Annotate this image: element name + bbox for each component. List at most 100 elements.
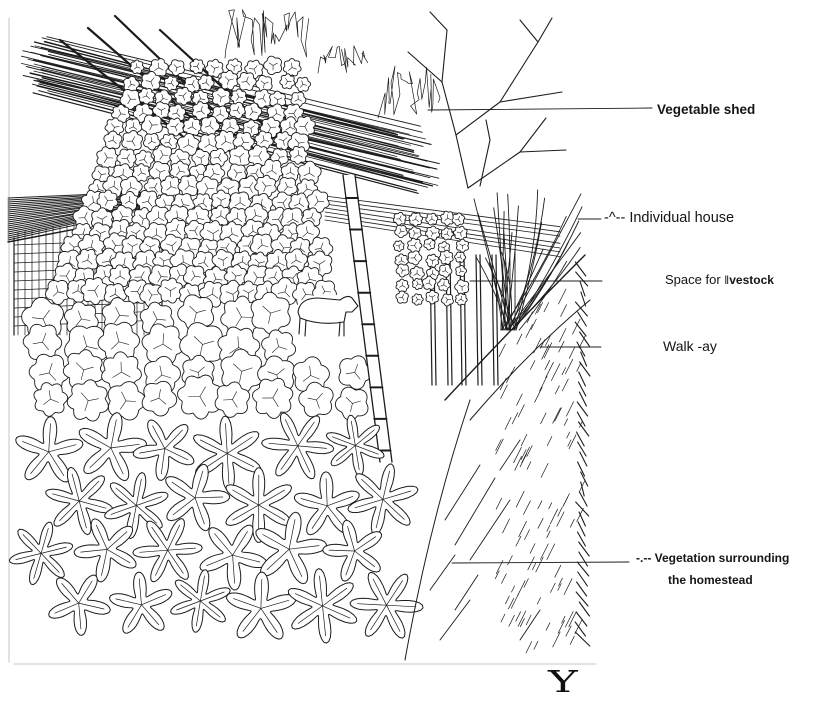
bank-hatch	[553, 408, 561, 423]
trellis-post	[496, 255, 498, 385]
walkway-stroke	[455, 478, 495, 545]
bank-hatch	[537, 598, 540, 605]
bank-hatch	[516, 536, 521, 546]
bank-hatch	[549, 503, 552, 509]
vine-leaf	[169, 60, 185, 76]
bank-hatch	[555, 565, 561, 577]
bank-hatch	[558, 620, 564, 633]
livestock-cow	[293, 294, 361, 338]
bank-hatch	[535, 387, 543, 402]
bank-hatch	[579, 512, 585, 526]
bank-hatch	[580, 452, 587, 466]
bank-hatch	[581, 482, 584, 496]
bank-hatch	[547, 531, 551, 538]
tree-branch	[456, 18, 552, 135]
walkway-edge	[405, 400, 470, 660]
bank-hatch	[536, 557, 543, 572]
bank-hatch	[509, 598, 514, 609]
bank-hatch	[527, 462, 531, 470]
leader-line-vegetation	[452, 562, 629, 563]
bank-hatch	[520, 618, 524, 626]
bank-hatch	[518, 405, 524, 417]
footer-letter: Y	[548, 668, 578, 698]
tree-branch	[430, 12, 447, 30]
label-vegetable-shed: Vegetable shed	[657, 103, 755, 117]
bank-hatch	[518, 581, 526, 596]
label-space-for-livestock: Space for ‖vestock	[665, 273, 774, 286]
bank-hatch	[555, 386, 559, 394]
bank-hatch	[546, 334, 552, 345]
walkway	[405, 400, 540, 660]
bank-hatch	[555, 364, 560, 374]
bank-hatch	[567, 432, 570, 438]
bank-hatch	[530, 361, 534, 370]
trellis-post	[450, 255, 452, 385]
trellis-vine-leaves	[393, 211, 468, 306]
bank-hatch	[566, 626, 571, 637]
bank-hatch	[502, 574, 507, 584]
bank-hatch	[576, 612, 587, 626]
bank-hatch	[566, 402, 573, 417]
bank-hatch	[541, 544, 549, 560]
bank-hatch	[516, 491, 524, 507]
bank-hatch	[575, 632, 590, 646]
label-vegetation-line-1: -.-- Vegetation surrounding	[636, 552, 789, 564]
bank-hatch	[496, 439, 504, 454]
bank-hatch	[526, 642, 532, 653]
bank-hatch	[512, 586, 515, 592]
leader-line-vegetable-shed	[428, 108, 652, 110]
bank-hatch	[512, 413, 518, 424]
bank-hatch	[553, 632, 560, 647]
bank-hatch	[517, 334, 522, 344]
bank-hatch	[576, 272, 588, 286]
bank-hatch	[580, 282, 585, 296]
walkway-stroke	[440, 600, 470, 640]
bank-hatch	[506, 372, 511, 383]
bank-hatch	[506, 596, 510, 604]
bank-hatch	[580, 362, 590, 376]
bank-hatch	[496, 498, 502, 509]
bank-hatch	[551, 374, 555, 381]
bank-hatch	[569, 612, 577, 627]
bank-hatch	[564, 497, 568, 505]
bank-hatch	[565, 359, 572, 374]
bank-hatch	[525, 530, 530, 540]
bank-hatch	[517, 394, 523, 405]
treetop-scribble	[225, 10, 309, 58]
cassava-leaf	[79, 413, 146, 481]
bank-hatch	[557, 512, 564, 526]
bank-hatch	[509, 615, 515, 626]
bank-hatch	[516, 612, 521, 622]
bank-hatch	[545, 360, 550, 369]
bank-hatch	[577, 432, 585, 446]
treetop-scribble	[318, 46, 368, 73]
bank-hatch	[570, 636, 574, 644]
bank-hatch	[561, 305, 567, 317]
bank-hatch	[576, 592, 588, 606]
bank-hatch	[558, 507, 563, 516]
bank-hatch	[565, 612, 573, 628]
bank-hatch	[501, 614, 505, 622]
label-walkway: Walk -ay	[663, 339, 717, 353]
bank-hatch	[521, 434, 527, 445]
tree-branch	[468, 150, 566, 188]
bank-hatch	[559, 328, 566, 341]
walkway-bank	[445, 255, 590, 653]
bank-hatch	[551, 583, 556, 592]
bank-hatch	[564, 419, 567, 426]
bank-hatch	[558, 289, 566, 304]
trellis-post	[480, 255, 482, 385]
grass-blade	[478, 213, 511, 330]
bank-hatch	[570, 519, 574, 527]
bank-hatch	[578, 312, 587, 326]
cassava-leaf	[49, 575, 111, 635]
bank-edge	[470, 300, 590, 420]
bank-hatch	[526, 615, 531, 625]
bank-hatch	[555, 408, 562, 421]
bank-hatch	[524, 579, 528, 588]
bank-hatch	[578, 572, 588, 586]
surrounding-vegetation-leaves	[9, 413, 423, 643]
bank-hatch	[576, 502, 589, 516]
bank-hatch	[533, 563, 537, 570]
